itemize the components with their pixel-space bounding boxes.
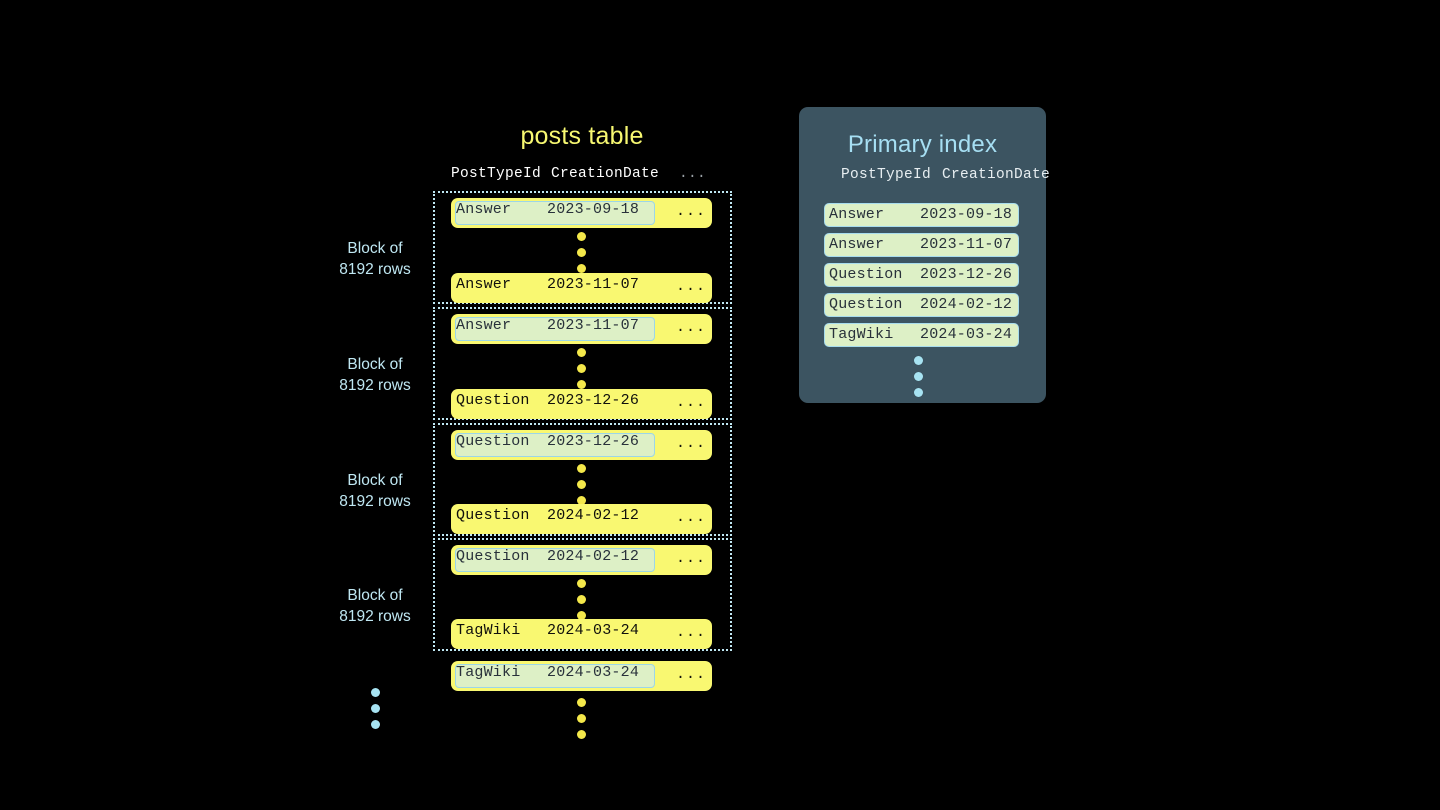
table-row[interactable]: Answer 2023-11-07 ... (451, 273, 712, 303)
block-label-1-line2: 8192 rows (339, 261, 411, 278)
block-label-1-line1: Block of (347, 240, 403, 257)
cell-creation-date: 2023-09-18 (920, 206, 1013, 223)
block-outline-4 (433, 538, 732, 651)
cell-creation-date: 2024-02-12 (547, 507, 640, 524)
cell-more: ... (676, 509, 707, 526)
row-highlight-box (455, 201, 655, 225)
column-header-post-type-id: PostTypeId (841, 167, 932, 183)
cell-creation-date: 2023-12-26 (547, 433, 640, 450)
row-ellipsis-dots (577, 232, 586, 273)
cell-post-type-id: Answer (456, 276, 512, 293)
cell-post-type-id: TagWiki (456, 664, 521, 681)
cell-post-type-id: Answer (829, 206, 885, 223)
cell-creation-date: 2023-12-26 (920, 266, 1013, 283)
block-label-2: Block of 8192 rows (300, 354, 450, 396)
cell-creation-date: 2024-03-24 (547, 664, 640, 681)
block-label-3-line1: Block of (347, 472, 403, 489)
block-outline-2 (433, 307, 732, 420)
cell-post-type-id: Answer (456, 201, 512, 218)
cell-post-type-id: Question (456, 507, 530, 524)
posts-table-title: posts table (520, 122, 644, 150)
index-row[interactable]: Answer 2023-09-18 (824, 203, 1019, 227)
cell-post-type-id: Question (829, 296, 903, 313)
primary-index-title: Primary index (847, 131, 998, 158)
table-row[interactable]: Question 2023-12-26 ... (451, 430, 712, 460)
block-outline-3 (433, 423, 732, 536)
row-highlight-box (455, 317, 655, 341)
cell-post-type-id: Answer (829, 236, 885, 253)
cell-post-type-id: TagWiki (829, 326, 894, 343)
row-ellipsis-dots (577, 579, 586, 620)
column-header-post-type-id: PostTypeId (451, 166, 542, 182)
cell-creation-date: 2023-11-07 (547, 317, 640, 334)
posts-table-column-headers: PostTypeId CreationDate ... (451, 166, 712, 186)
column-header-creation-date: CreationDate (942, 167, 1051, 183)
block-label-3-line2: 8192 rows (339, 493, 411, 510)
table-row[interactable]: Question 2023-12-26 ... (451, 389, 712, 419)
cell-more: ... (676, 278, 707, 295)
cell-more: ... (676, 550, 707, 567)
row-highlight-box (455, 433, 655, 457)
block-list-ellipsis-dots (371, 688, 380, 729)
cell-creation-date: 2024-03-24 (547, 622, 640, 639)
table-row[interactable]: Question 2024-02-12 ... (451, 545, 712, 575)
cell-creation-date: 2023-11-07 (920, 236, 1013, 253)
index-row[interactable]: TagWiki 2024-03-24 (824, 323, 1019, 347)
primary-index-panel: Primary index PostTypeId CreationDate An… (799, 107, 1050, 403)
index-row[interactable]: Question 2023-12-26 (824, 263, 1019, 287)
table-row[interactable]: Answer 2023-09-18 ... (451, 198, 712, 228)
index-row[interactable]: Answer 2023-11-07 (824, 233, 1019, 257)
block-label-1: Block of 8192 rows (300, 238, 450, 280)
table-bottom-ellipsis-dots (577, 698, 586, 739)
row-ellipsis-dots (577, 464, 586, 505)
cell-more: ... (676, 435, 707, 452)
cell-post-type-id: TagWiki (456, 622, 521, 639)
cell-more: ... (676, 319, 707, 336)
block-label-3: Block of 8192 rows (300, 470, 450, 512)
block-label-4-line2: 8192 rows (339, 608, 411, 625)
cell-more: ... (676, 624, 707, 641)
row-highlight-box (455, 548, 655, 572)
cell-creation-date: 2023-09-18 (547, 201, 640, 218)
cell-creation-date: 2023-11-07 (547, 276, 640, 293)
block-label-2-line2: 8192 rows (339, 377, 411, 394)
block-outline-1 (433, 191, 732, 304)
block-label-4: Block of 8192 rows (300, 585, 450, 627)
cell-more: ... (676, 666, 707, 683)
row-ellipsis-dots (577, 348, 586, 389)
cell-more: ... (676, 203, 707, 220)
cell-post-type-id: Answer (456, 317, 512, 334)
cell-post-type-id: Question (456, 433, 530, 450)
cell-post-type-id: Question (456, 392, 530, 409)
index-ellipsis-dots (914, 356, 923, 397)
row-highlight-box (455, 664, 655, 688)
cell-creation-date: 2023-12-26 (547, 392, 640, 409)
primary-index-column-headers: PostTypeId CreationDate (819, 167, 1050, 187)
index-row[interactable]: Question 2024-02-12 (824, 293, 1019, 317)
cell-more: ... (676, 394, 707, 411)
cell-post-type-id: Question (456, 548, 530, 565)
table-row[interactable]: Answer 2023-11-07 ... (451, 314, 712, 344)
block-label-2-line1: Block of (347, 356, 403, 373)
table-row[interactable]: Question 2024-02-12 ... (451, 504, 712, 534)
block-label-4-line1: Block of (347, 587, 403, 604)
table-row[interactable]: TagWiki 2024-03-24 ... (451, 619, 712, 649)
column-header-creation-date: CreationDate (551, 166, 660, 182)
cell-creation-date: 2024-03-24 (920, 326, 1013, 343)
cell-creation-date: 2024-02-12 (920, 296, 1013, 313)
table-row-trailing[interactable]: TagWiki 2024-03-24 ... (451, 661, 712, 691)
cell-post-type-id: Question (829, 266, 903, 283)
column-header-more: ... (679, 166, 707, 182)
cell-creation-date: 2024-02-12 (547, 548, 640, 565)
